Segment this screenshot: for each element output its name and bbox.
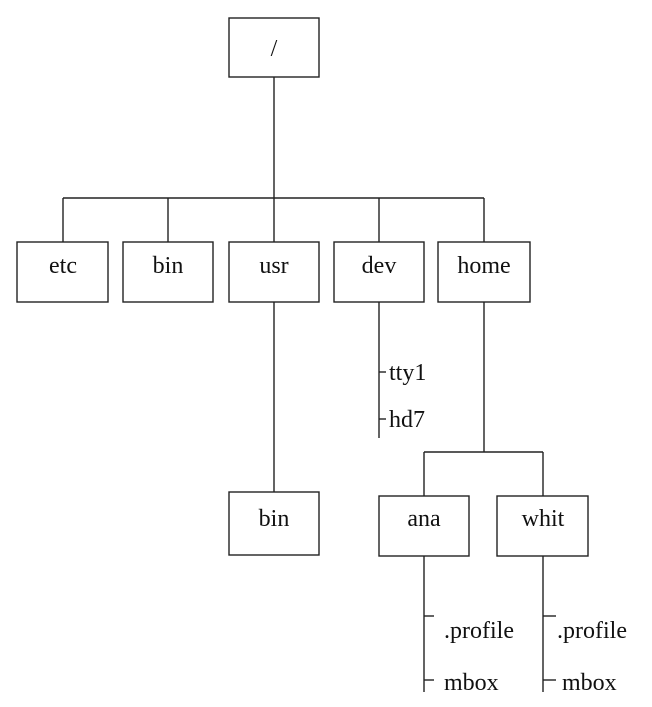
node-dev-label: dev (362, 253, 397, 279)
node-usr-bin-label: bin (259, 506, 290, 532)
node-ana-label: ana (407, 506, 441, 532)
node-dev: dev (333, 241, 425, 303)
node-whit-label: whit (522, 506, 565, 532)
file-whit-profile-label: .profile (557, 618, 627, 644)
node-etc-box (16, 241, 109, 303)
node-home-label: home (457, 253, 510, 279)
node-home-box (437, 241, 531, 303)
node-etc: etc (16, 241, 109, 303)
node-dev-box (333, 241, 425, 303)
node-root-box (228, 17, 320, 78)
node-whit-box (496, 495, 589, 557)
node-bin: bin (122, 241, 214, 303)
node-usr: usr (228, 241, 320, 303)
node-usr-bin-box (228, 491, 320, 556)
file-hd7-label: hd7 (389, 407, 425, 433)
tree-connectors (62, 77, 556, 692)
node-usr-label: usr (259, 253, 288, 279)
node-whit: whit (496, 495, 589, 557)
file-whit-mbox-label: mbox (562, 670, 617, 696)
node-home: home (437, 241, 531, 303)
node-root: / (228, 17, 320, 78)
node-usr-box (228, 241, 320, 303)
node-root-label: / (271, 36, 278, 62)
node-usr-bin: bin (228, 491, 320, 556)
file-ana-mbox-label: mbox (444, 670, 499, 696)
node-ana-box (378, 495, 470, 557)
file-ana-profile-label: .profile (444, 618, 514, 644)
node-bin-label: bin (153, 253, 184, 279)
node-bin-box (122, 241, 214, 303)
node-ana: ana (378, 495, 470, 557)
file-tty1-label: tty1 (389, 360, 426, 386)
node-etc-label: etc (49, 253, 77, 279)
